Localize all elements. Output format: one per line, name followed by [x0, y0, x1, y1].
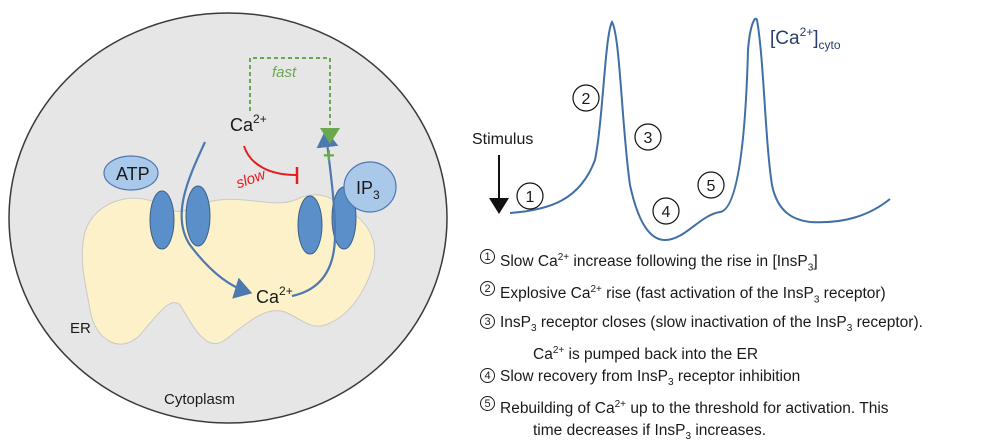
- trace-marker-4: 4: [652, 197, 680, 225]
- ca-er-label: Ca2+: [256, 284, 293, 307]
- trace-title: [Ca2+]cyto: [770, 25, 841, 52]
- ca-cyto-label: Ca2+: [230, 112, 267, 135]
- trace-marker-3: 3: [634, 123, 662, 151]
- pump-left-lobe: [149, 190, 175, 250]
- atp-label: ATP: [116, 164, 150, 184]
- svg-text:5: 5: [707, 178, 716, 195]
- ip3-label: IP3: [356, 178, 380, 202]
- stimulus-label: Stimulus: [472, 131, 533, 148]
- legend-item-5-continued: time decreases if InsP3 increases.: [533, 422, 766, 443]
- er: [81, 194, 376, 345]
- cell-diagram: ATP IP3 Ca2+ Ca2+ fast + slow ER Cytopla…: [8, 12, 891, 424]
- svg-text:3: 3: [644, 130, 653, 147]
- svg-text:4: 4: [662, 204, 671, 221]
- pump-right-lobe: [185, 185, 211, 247]
- cytoplasm-label: Cytoplasm: [164, 391, 235, 408]
- fast-feedback-path: [249, 57, 340, 144]
- trace-marker-2: 2: [572, 84, 600, 112]
- trace-marker-1: 1: [516, 182, 544, 210]
- plus-sign: +: [323, 145, 335, 167]
- legend-item-3-continued: Ca2+ is pumped back into the ER: [533, 344, 759, 363]
- svg-text:2: 2: [582, 91, 591, 108]
- svg-text:1: 1: [526, 189, 535, 206]
- ip3-oval: [343, 161, 397, 213]
- trace-marker-5: 5: [697, 171, 725, 199]
- ca-trace-line: [509, 17, 891, 242]
- fast-label: fast: [272, 64, 297, 81]
- er-label: ER: [70, 320, 91, 337]
- ip3r-left-lobe: [297, 195, 323, 255]
- atp-oval: [103, 155, 159, 191]
- slow-inhibition-path: [243, 145, 297, 176]
- pump-flux-arrow: [180, 141, 253, 299]
- release-flux-arrow: [291, 129, 339, 298]
